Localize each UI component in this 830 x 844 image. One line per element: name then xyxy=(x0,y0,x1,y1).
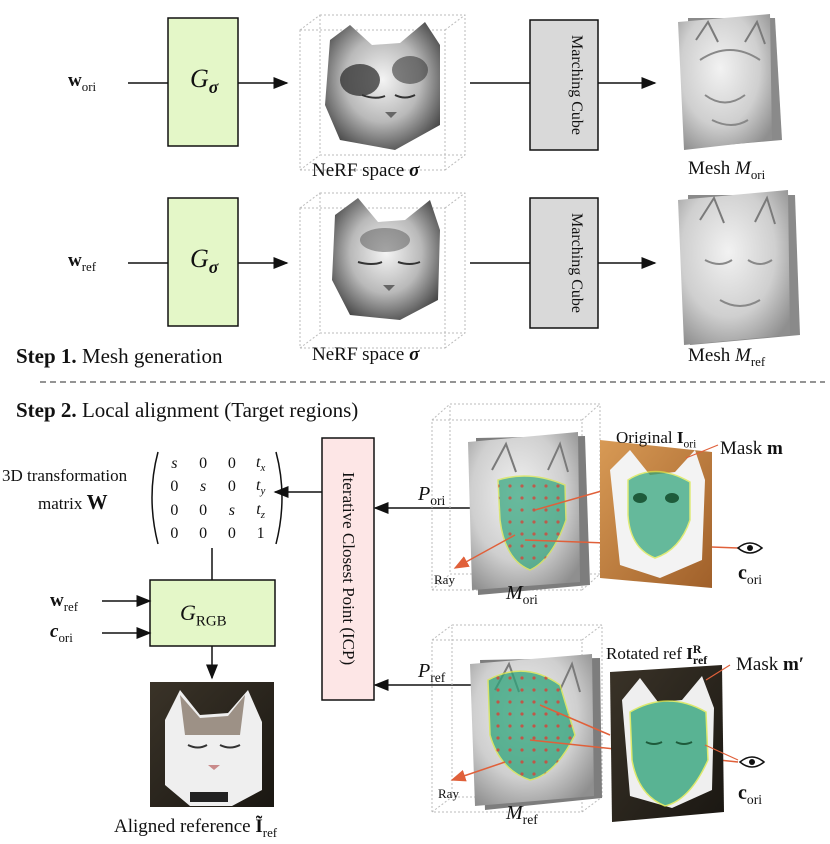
input-c-ori-label: cori xyxy=(50,621,73,645)
camera-eye-icon-ref xyxy=(738,756,766,768)
ray-label-ref: Ray xyxy=(438,786,459,801)
original-label: Original Iori xyxy=(616,428,697,451)
ray-arrow-ref xyxy=(450,761,506,782)
mask-pointer-ori xyxy=(685,444,719,459)
nerf-cat-ref-image xyxy=(332,198,440,320)
generator-rgb-box xyxy=(149,579,276,647)
matrix-cell: 0 xyxy=(227,454,236,472)
ray-line-ref-1 xyxy=(539,704,611,736)
p-ori-label: Pori xyxy=(418,483,446,508)
matrix-cell: 1 xyxy=(256,525,265,543)
generator-sigma-box-ref xyxy=(167,197,239,327)
p-ref-label: Pref xyxy=(418,660,446,685)
nerf-space-label-ori: NeRF space σ xyxy=(312,160,420,181)
matrix-cell: tz xyxy=(256,500,265,521)
icp-label: Iterative Closest Point (ICP) xyxy=(339,472,358,666)
step2-title: Step 2. Local alignment (Target regions) xyxy=(16,398,359,422)
matrix-cell: 0 xyxy=(170,525,179,543)
matrix-cell: s xyxy=(200,478,207,496)
marching-cube-box-ref xyxy=(529,197,599,329)
aligned-reference-label: Aligned reference Ĩref xyxy=(114,816,278,840)
input-w-ref-label: wref xyxy=(50,590,79,614)
marching-cube-label-ori: Marching Cube xyxy=(568,35,585,135)
generator-sigma-box-ori xyxy=(167,17,239,147)
matrix-cell: tx xyxy=(255,453,266,474)
matrix-cell: s xyxy=(228,501,235,519)
marching-cube-label-ref: Marching Cube xyxy=(568,213,585,313)
mesh-ori-step2 xyxy=(431,403,601,595)
g-rgb-label: GRGB xyxy=(180,600,227,630)
mesh-ori-label: Mesh Mori xyxy=(688,158,766,182)
nerf-volume-ref xyxy=(299,192,466,349)
step1-title: Step 1. Mesh generation xyxy=(16,344,223,368)
marching-cube-box-ori xyxy=(529,19,599,151)
ray-line-ori-1 xyxy=(534,489,606,511)
nerf-space-label-ref: NeRF space σ xyxy=(312,344,420,365)
matrix-cell: 0 xyxy=(199,454,208,472)
mesh-ori-image xyxy=(678,14,782,150)
matrix-cell: 0 xyxy=(227,525,236,543)
mask-m-label: Mask m xyxy=(720,438,783,459)
m-ref-label-step2: Mref xyxy=(506,802,538,827)
ray-arrow-ori xyxy=(453,534,516,569)
matrix-brackets xyxy=(151,451,283,545)
matrix-cell: 0 xyxy=(199,501,208,519)
icp-box xyxy=(321,437,375,701)
matrix-cell: ty xyxy=(255,477,266,498)
camera-eye-icon-ori xyxy=(736,542,764,554)
mesh-ref-step2 xyxy=(431,624,603,813)
transform-label-line2: matrix W xyxy=(38,490,108,514)
ray-line-ref-3 xyxy=(704,744,739,761)
matrix-cell: 0 xyxy=(227,478,236,496)
matrix-cell: 0 xyxy=(170,478,179,496)
matrix-cell: s xyxy=(171,454,178,472)
w-ref-label: wref xyxy=(68,250,97,274)
mesh-ref-image xyxy=(678,190,800,345)
transform-label-line1: 3D transformation xyxy=(2,466,128,485)
transformation-matrix: s 0 0 tx 0 s 0 ty 0 0 s tz 0 0 0 1 xyxy=(160,452,275,546)
c-ori-label-bottom: cori xyxy=(738,782,762,807)
aligned-reference-image xyxy=(150,682,274,807)
ray-label-ori: Ray xyxy=(434,572,455,587)
g-sigma-label-ori: Gσ xyxy=(190,64,219,98)
w-ori-label: wori xyxy=(68,70,97,94)
matrix-cell: 0 xyxy=(170,501,179,519)
icp-label-wrap: Iterative Closest Point (ICP) xyxy=(322,438,374,700)
c-ori-label-top: cori xyxy=(738,562,762,587)
rotated-reference-image xyxy=(610,665,724,822)
nerf-cat-ori-image xyxy=(325,22,440,150)
mask-pointer-ref xyxy=(705,664,731,681)
nerf-volume-ori xyxy=(299,14,466,171)
m-ori-label-step2: Mori xyxy=(506,582,538,607)
mask-m-prime-label: Mask m′ xyxy=(736,654,805,675)
matrix-cell: 0 xyxy=(199,525,208,543)
mesh-ref-label: Mesh Mref xyxy=(688,345,766,369)
g-sigma-label-ref: Gσ xyxy=(190,244,219,278)
original-image xyxy=(600,440,712,588)
